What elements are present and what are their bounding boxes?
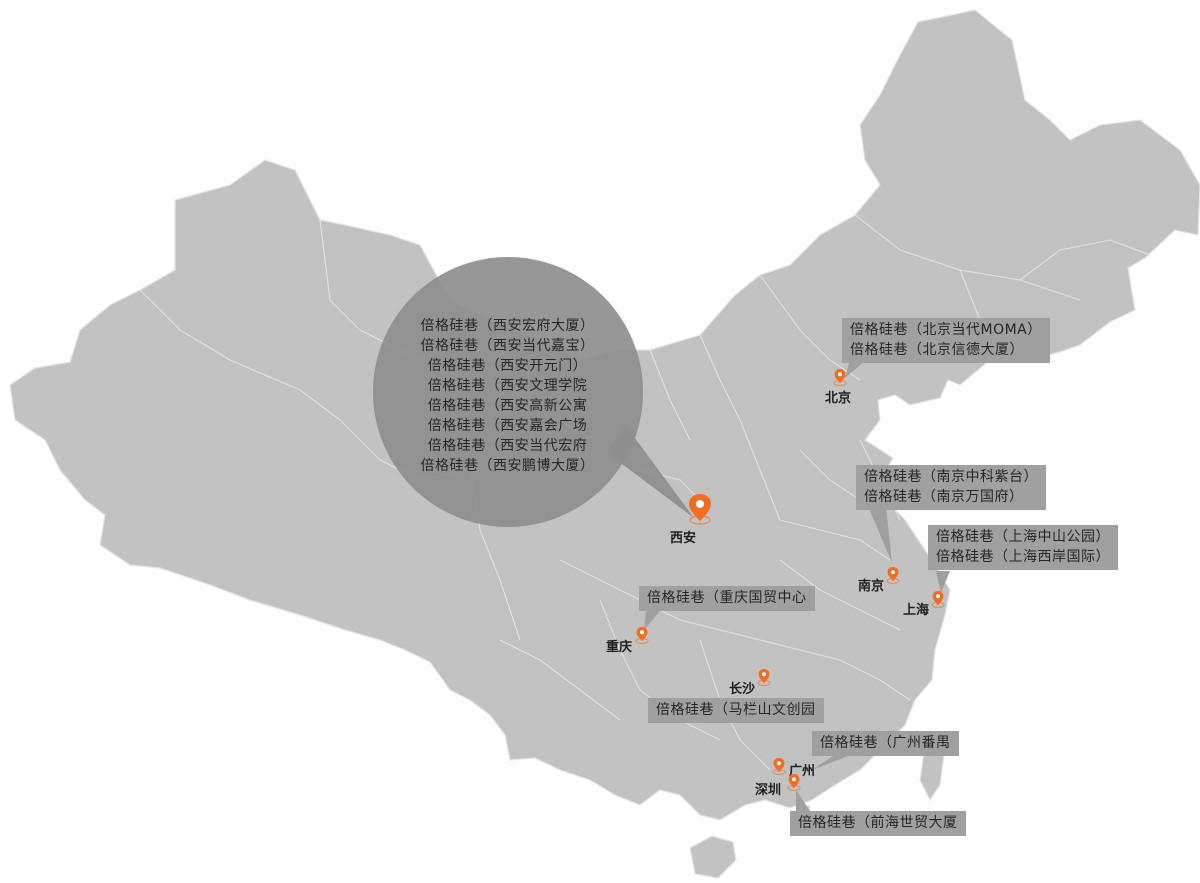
callout-shanghai: 倍格硅巷（上海中山公园） 倍格硅巷（上海西岸国际）: [928, 525, 1118, 570]
beijing-map-pin-icon[interactable]: [832, 368, 848, 386]
callout-shanghai-line: 倍格硅巷（上海中山公园）: [936, 529, 1110, 545]
featured-location: 倍格硅巷（西安高新公寓: [427, 398, 588, 414]
featured-location: 倍格硅巷（西安当代宏府: [427, 438, 588, 454]
hainan-island-shape: [689, 835, 737, 879]
featured-bubble-pointer: [606, 426, 694, 518]
city-label-xian: 西安: [670, 531, 697, 546]
city-label-chongqing: 重庆: [606, 640, 633, 655]
callout-nanjing: 倍格硅巷（南京中科紫台） 倍格硅巷（南京万国府）: [856, 465, 1046, 510]
callout-changsha: 倍格硅巷（马栏山文创园: [648, 698, 824, 723]
guangzhou-map-pin-icon[interactable]: [771, 757, 787, 775]
callout-nanjing-line: 倍格硅巷（南京中科紫台）: [864, 469, 1038, 485]
city-label-shanghai: 上海: [903, 603, 930, 618]
callout-beijing: 倍格硅巷（北京当代MOMA） 倍格硅巷（北京信德大厦）: [842, 318, 1050, 363]
shanghai-map-pin-icon[interactable]: [930, 590, 946, 608]
callout-changsha-line: 倍格硅巷（马栏山文创园: [656, 702, 816, 718]
callout-beijing-line: 倍格硅巷（北京当代MOMA）: [850, 322, 1042, 338]
callout-shenzhen: 倍格硅巷（前海世贸大厦: [790, 811, 966, 836]
callout-beijing-line: 倍格硅巷（北京信德大厦）: [850, 342, 1024, 358]
featured-location: 倍格硅巷（西安开元门）: [427, 358, 588, 374]
featured-location: 倍格硅巷（西安嘉会广场: [427, 418, 588, 434]
featured-location-list: 倍格硅巷（西安宏府大厦） 倍格硅巷（西安当代嘉宝） 倍格硅巷（西安开元门） 倍格…: [395, 316, 620, 476]
featured-location: 倍格硅巷（西安当代嘉宝）: [420, 338, 595, 354]
featured-bubble: [373, 257, 643, 527]
callout-nanjing-line: 倍格硅巷（南京万国府）: [864, 489, 1024, 505]
nanjing-map-pin-icon[interactable]: [885, 566, 901, 584]
callout-shenzhen-line: 倍格硅巷（前海世贸大厦: [798, 815, 958, 831]
callout-guangzhou: 倍格硅巷（广州番禺: [812, 731, 959, 756]
city-label-nanjing: 南京: [858, 579, 885, 594]
shenzhen-map-pin-icon[interactable]: [786, 773, 802, 791]
city-label-beijing: 北京: [825, 391, 852, 406]
xian-map-pin-icon[interactable]: [685, 492, 715, 526]
featured-location: 倍格硅巷（西安鹏博大厦）: [420, 458, 595, 474]
callout-chongqing-line: 倍格硅巷（重庆国贸中心: [647, 590, 807, 606]
city-label-changsha: 长沙: [729, 682, 756, 697]
callout-chongqing: 倍格硅巷（重庆国贸中心: [639, 586, 815, 611]
callout-guangzhou-line: 倍格硅巷（广州番禺: [820, 735, 951, 751]
changsha-map-pin-icon[interactable]: [756, 668, 772, 686]
featured-location: 倍格硅巷（西安宏府大厦）: [420, 318, 595, 334]
featured-location: 倍格硅巷（西安文理学院: [427, 378, 588, 394]
city-label-shenzhen: 深圳: [755, 783, 782, 798]
chongqing-map-pin-icon[interactable]: [634, 626, 650, 644]
callout-shanghai-line: 倍格硅巷（上海西岸国际）: [936, 549, 1110, 565]
